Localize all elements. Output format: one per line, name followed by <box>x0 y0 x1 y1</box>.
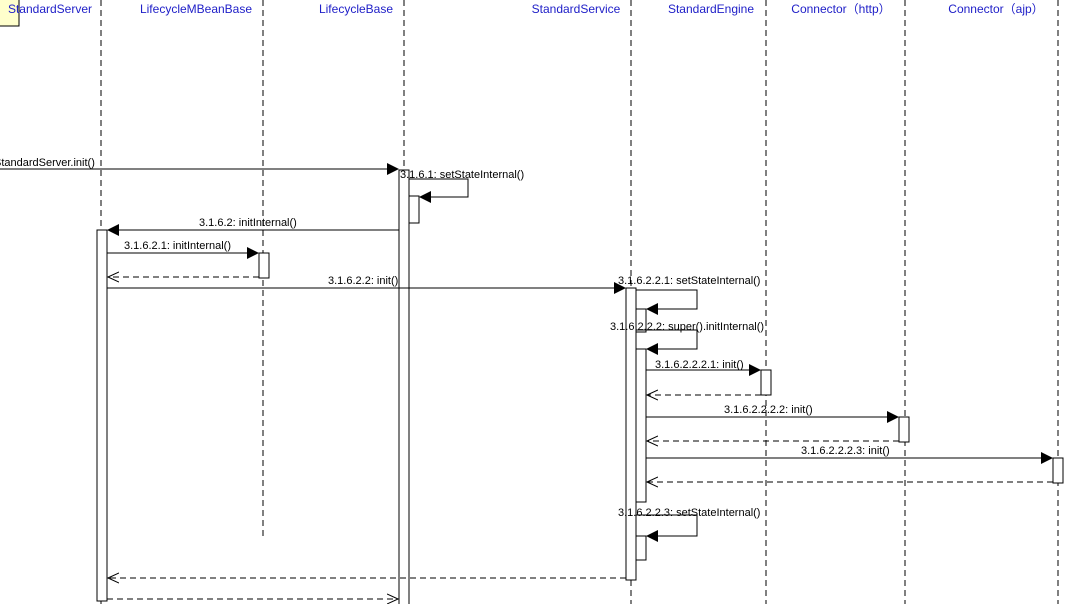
arrow-3-1-6-2-2-3 <box>636 514 698 542</box>
label-3-1-6-2-2-2: 3.1.6.2.2.2: super().initInternal() <box>610 321 764 333</box>
activation-lifecycle-base-main <box>398 169 410 604</box>
note-box <box>0 0 20 27</box>
participant-lifecycle-base: LifecycleBase <box>319 2 393 16</box>
label-3-1-6-2-2-3: 3.1.6.2.2.3: setStateInternal() <box>618 507 760 519</box>
label-3-1-6-2-2-1: 3.1.6.2.2.1: setStateInternal() <box>618 275 760 287</box>
label-3-1-6-2-2-2-1: 3.1.6.2.2.2.1: init() <box>655 359 744 371</box>
label-3-1-6-2-2-2-3: 3.1.6.2.2.2.3: init() <box>801 445 890 457</box>
participant-lifecycle-mbean-base: LifecycleMBeanBase <box>140 2 252 16</box>
activation-standard-service-set-state <box>635 308 647 333</box>
arrow-3-1-6-1 <box>409 178 469 203</box>
activation-standard-server <box>96 229 108 602</box>
label-3-1-6-2-2-2-2: 3.1.6.2.2.2.2: init() <box>724 404 813 416</box>
participant-standard-service: StandardService <box>532 2 621 16</box>
activation-standard-engine <box>760 369 772 396</box>
participant-standard-engine: StandardEngine <box>668 2 754 16</box>
activation-lifecycle-base-set-state <box>408 195 420 224</box>
activation-connector-ajp <box>1052 457 1064 484</box>
arrow-3-1-6-2-2-1 <box>636 289 698 315</box>
participant-standard-server: StandardServer <box>8 2 92 16</box>
arrow-3-1-6-2-2-2 <box>636 329 698 355</box>
label-3-1-6-2-1: 3.1.6.2.1: initInternal() <box>124 240 231 252</box>
activation-standard-service-set-state-2 <box>635 535 647 561</box>
label-3-1-6-1: 3.1.6.1: setStateInternal() <box>400 169 524 181</box>
activation-connector-http <box>898 416 910 443</box>
label-3-1-6-2: 3.1.6.2: initInternal() <box>199 217 297 229</box>
label-3-1-6-2-2: 3.1.6.2.2: init() <box>328 275 398 287</box>
activation-standard-service-init-internal <box>635 348 647 503</box>
activation-lifecycle-mbean-base <box>258 252 270 279</box>
participant-connector-http: Connector（http） <box>791 2 890 16</box>
label-standard-server-init: StandardServer.init() <box>0 157 95 169</box>
participant-connector-ajp: Connector（ajp） <box>948 2 1043 16</box>
